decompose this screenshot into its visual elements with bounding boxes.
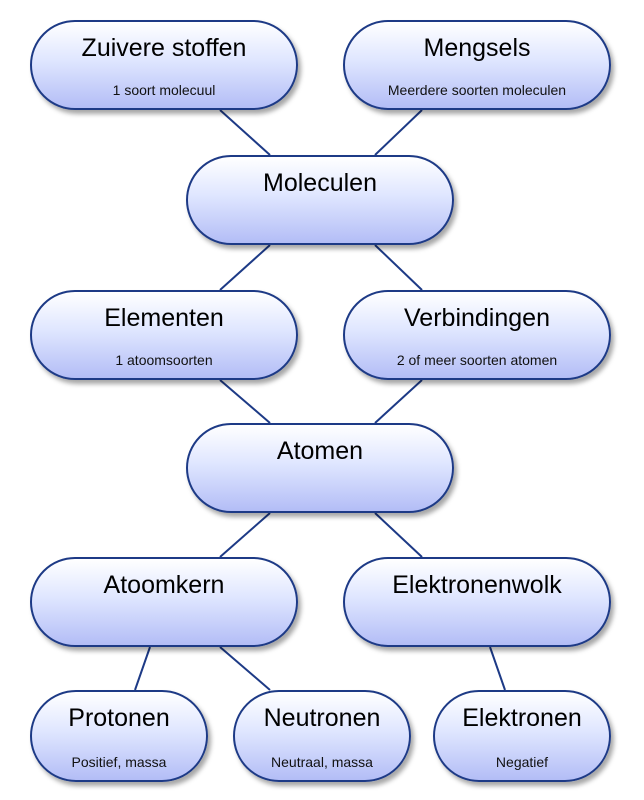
node-atomen: Atomen <box>186 423 454 513</box>
node-title: Protonen <box>68 704 170 732</box>
link-zuivere-moleculen <box>219 109 271 156</box>
node-title: Verbindingen <box>404 304 550 332</box>
node-title: Elementen <box>104 304 224 332</box>
link-elementen-atomen <box>219 379 271 424</box>
node-title: Moleculen <box>263 169 377 197</box>
link-verbindingen-atomen <box>374 379 423 424</box>
node-subtitle: Negatief <box>495 754 549 770</box>
link-moleculen-verbindingen <box>374 244 423 291</box>
link-atomen-atoomkern <box>219 512 271 558</box>
node-title: Neutronen <box>263 704 381 732</box>
node-title: Atomen <box>276 437 364 465</box>
link-moleculen-elementen <box>219 244 271 291</box>
node-subtitle: 1 atoomsoorten <box>115 352 213 368</box>
node-mengsels: Mengsels Meerdere soorten moleculen <box>343 20 611 110</box>
node-protonen: Protonen Positief, massa <box>30 690 208 782</box>
node-subtitle: Neutraal, massa <box>271 754 373 770</box>
node-title: Mengsels <box>423 34 531 62</box>
node-title: Elektronenwolk <box>392 571 562 599</box>
node-subtitle: 1 soort molecuul <box>112 82 216 98</box>
node-elektronen: Elektronen Negatief <box>433 690 611 782</box>
link-atoomkern-neutronen <box>219 646 271 691</box>
node-neutronen: Neutronen Neutraal, massa <box>233 690 411 782</box>
link-atomen-elektronenwolk <box>374 512 423 558</box>
link-atoomkern-protonen <box>134 646 151 691</box>
node-title: Zuivere stoffen <box>81 34 247 62</box>
link-mengsels-moleculen <box>374 109 423 156</box>
node-title: Elektronen <box>462 704 582 732</box>
node-subtitle: Positief, massa <box>71 754 167 770</box>
node-title: Atoomkern <box>103 571 225 599</box>
node-zuivere-stoffen: Zuivere stoffen 1 soort molecuul <box>30 20 298 110</box>
node-moleculen: Moleculen <box>186 155 454 245</box>
node-verbindingen: Verbindingen 2 of meer soorten atomen <box>343 290 611 380</box>
node-atoomkern: Atoomkern <box>30 557 298 647</box>
node-elektronenwolk: Elektronenwolk <box>343 557 611 647</box>
node-subtitle: Meerdere soorten moleculen <box>387 82 567 98</box>
link-elektronenwolk-elektronen <box>489 646 506 691</box>
node-subtitle: 2 of meer soorten atomen <box>396 352 558 368</box>
node-elementen: Elementen 1 atoomsoorten <box>30 290 298 380</box>
